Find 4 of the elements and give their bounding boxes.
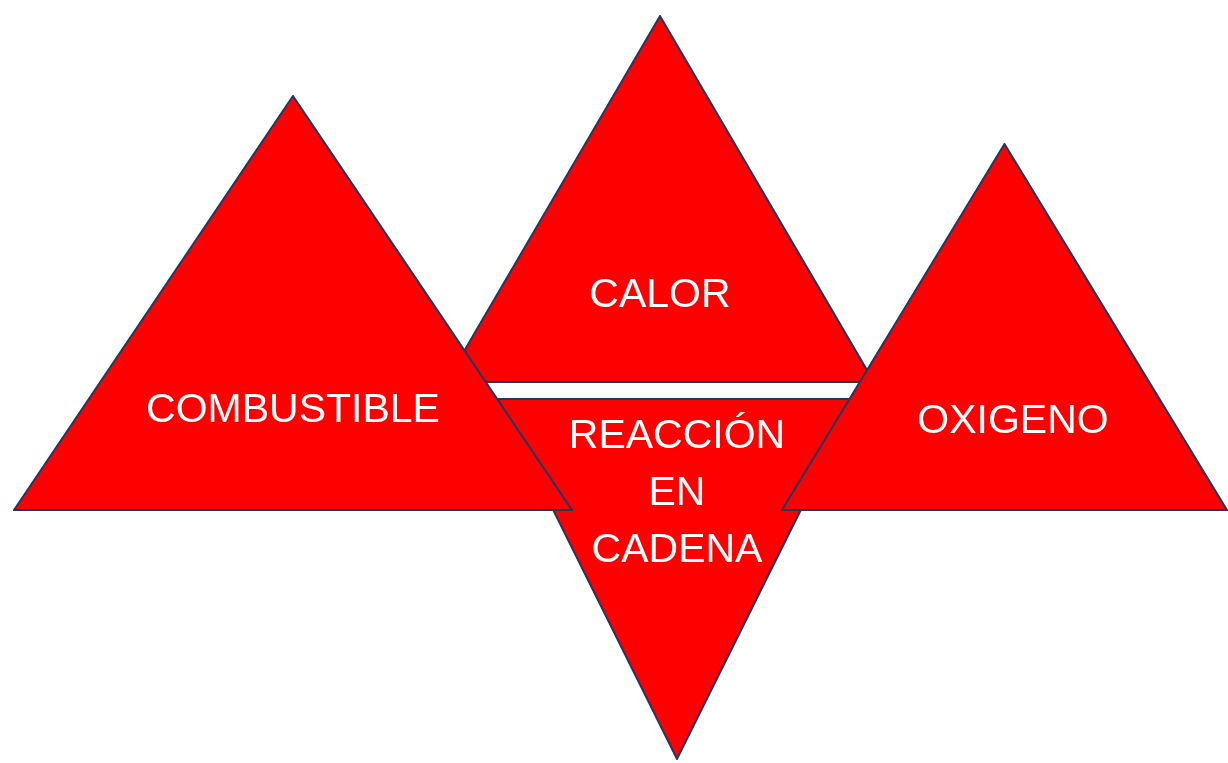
triangle-label: COMBUSTIBLE [145, 384, 441, 433]
triangle-label: CALOR [588, 269, 732, 318]
triangle-label: OXIGENO [916, 395, 1110, 444]
triangle-label: REACCIÓN EN CADENA [567, 410, 787, 573]
